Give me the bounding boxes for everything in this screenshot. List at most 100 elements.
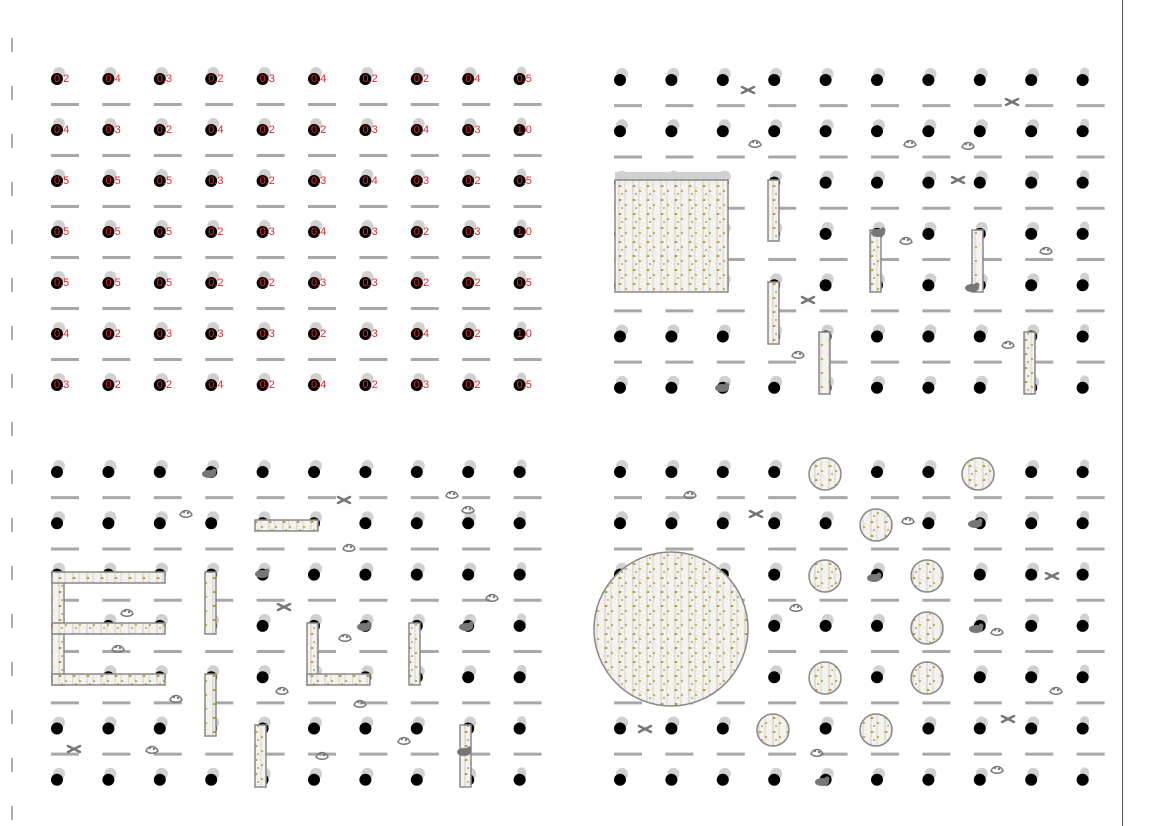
cell-value: 0.3 [465,226,480,238]
grid-dot [820,517,832,529]
creature-icon [962,143,974,150]
creature-icon [749,141,761,148]
grid-dot [1025,723,1037,735]
cell-value: 0.2 [465,277,480,289]
grid-dot [614,125,626,137]
cell-value: 0.3 [157,73,172,85]
cell-value: 0.4 [362,175,377,187]
grid-dot [411,569,423,581]
cell-value: 0.4 [208,124,223,136]
cell-value: 0.5 [54,226,69,238]
grid-dot [514,569,526,581]
grid-dot [614,466,626,478]
cell-value: 0.2 [208,277,223,289]
grid-dot [308,774,320,786]
obstacle-bar [255,725,266,787]
cell-value: 0.5 [517,175,532,187]
grid-dot [1077,125,1089,137]
cell-value: 0.2 [414,277,429,289]
creature-icon [991,629,1003,636]
cell-value: 0.5 [157,175,172,187]
creature-icon [790,605,802,612]
cell-value: 0.5 [54,175,69,187]
cell-value: 0.2 [465,328,480,340]
cell-value: 0.3 [54,379,69,391]
grid-dot [1077,671,1089,683]
grid-dot [974,125,986,137]
cell-value: 0.3 [157,328,172,340]
grid-dot [1025,279,1037,291]
cell-value: 0.5 [517,379,532,391]
obstacle-bar [870,230,881,292]
cell-value: 0.3 [260,328,275,340]
cell-value: 0.2 [362,379,377,391]
creature-icon [1006,99,1018,105]
obstacle-bar [52,674,165,685]
grid-dot [308,466,320,478]
grid-dot [665,74,677,86]
obstacle-bar [1024,332,1035,394]
grid-dot [514,723,526,735]
grid-dot [514,620,526,632]
cell-value: 0.3 [260,73,275,85]
grid-dot [51,723,63,735]
cell-value: 0.4 [311,379,326,391]
grid-dot [1025,517,1037,529]
grid-dot [665,331,677,343]
grid-dot [768,382,780,394]
grid-dot [1025,177,1037,189]
grid-dot [922,331,934,343]
grid-dot [871,671,883,683]
grid-dot [411,774,423,786]
cell-value: 0.2 [260,124,275,136]
grid-dot [871,125,883,137]
creature-icon [742,87,754,93]
creature-icon [802,297,814,303]
creature-icon [750,511,762,517]
grid-dot [359,569,371,581]
grid-dot [1077,279,1089,291]
grid-dot [820,228,832,240]
cell-value: 0.2 [465,175,480,187]
obstacle-disc [809,560,841,592]
grid-dot [102,774,114,786]
grid-dot [974,382,986,394]
panel-layout-circles [594,458,1105,786]
grid-dot [102,723,114,735]
grid-dot [1025,466,1037,478]
grid-dot [1077,620,1089,632]
obstacle-disc [860,509,892,541]
grid-dot [1077,723,1089,735]
creature-icon [180,511,192,518]
cell-value: 0.3 [414,379,429,391]
grid-dot [717,774,729,786]
cell-value: 0.3 [362,124,377,136]
grid-dot [102,517,114,529]
creature-icon [1050,688,1062,695]
grid-dot [768,620,780,632]
grid-dot [922,74,934,86]
grid-dot [665,774,677,786]
obstacle-disc [911,560,943,592]
cell-value: 0.3 [105,124,120,136]
obstacle-disc [860,714,892,746]
creature-icon [904,141,916,148]
grid-dot [359,723,371,735]
grid-dot [308,723,320,735]
grid-dot [665,382,677,394]
grid-dot [922,125,934,137]
obstacle-bar [52,572,165,583]
cell-value: 0.4 [414,124,429,136]
cell-value: 0.4 [414,328,429,340]
creature-icon [398,738,410,745]
cell-value: 1.0 [517,226,532,238]
grid-dot [257,620,269,632]
grid-dot [974,671,986,683]
grid-dot [665,517,677,529]
cell-value: 0.4 [465,73,480,85]
creature-icon [991,767,1003,774]
grid-dot [1025,74,1037,86]
creature-icon [486,595,498,602]
grid-dot [257,671,269,683]
creature-icon [446,492,458,499]
